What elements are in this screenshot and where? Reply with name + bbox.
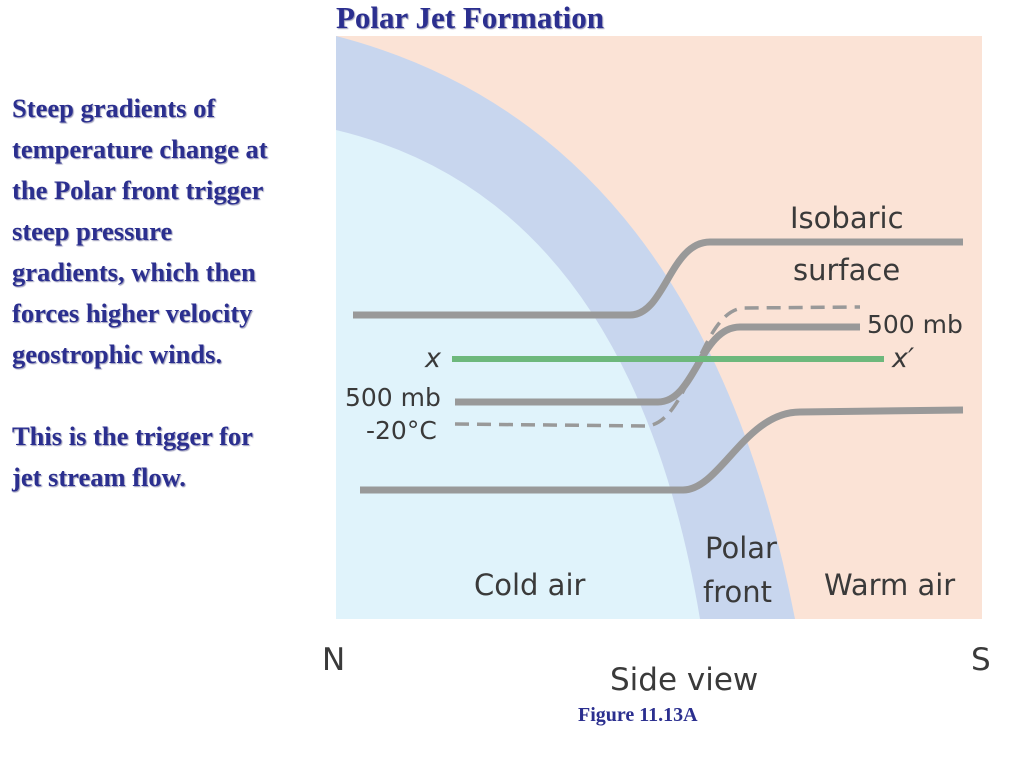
front-label: front [703, 575, 772, 609]
isobaric-label: Isobaric [790, 201, 904, 235]
cold-air-region [336, 130, 700, 619]
x-left-label: x [424, 343, 442, 374]
lower-pressure-line [360, 406, 964, 494]
explanation-paragraph-1: Steep gradients of temperature change at… [12, 93, 268, 369]
slide-title: Polar Jet Formation [336, 0, 605, 35]
explanation-paragraph-2: This is the trigger for jet stream flow. [12, 421, 253, 492]
surface-label: surface [793, 253, 900, 287]
explanation-text: Steep gradients of temperature change at… [12, 88, 282, 498]
side-view-label: Side view [610, 662, 758, 698]
x-prime-label: x′ [891, 343, 914, 374]
mb500-left-label: 500 mb [345, 383, 441, 412]
north-label: N [322, 642, 345, 678]
warm-air-label: Warm air [824, 568, 955, 602]
temperature-label: -20°C [366, 416, 437, 445]
south-label: S [971, 642, 991, 678]
cold-air-label: Cold air [474, 568, 586, 602]
isobaric-surface-line [353, 238, 963, 319]
isotherm-minus20-dashed-line [454, 305, 861, 428]
polar-label: Polar [705, 531, 777, 565]
figure-caption: Figure 11.13A [578, 704, 698, 726]
mb500-right-label: 500 mb [867, 310, 963, 339]
